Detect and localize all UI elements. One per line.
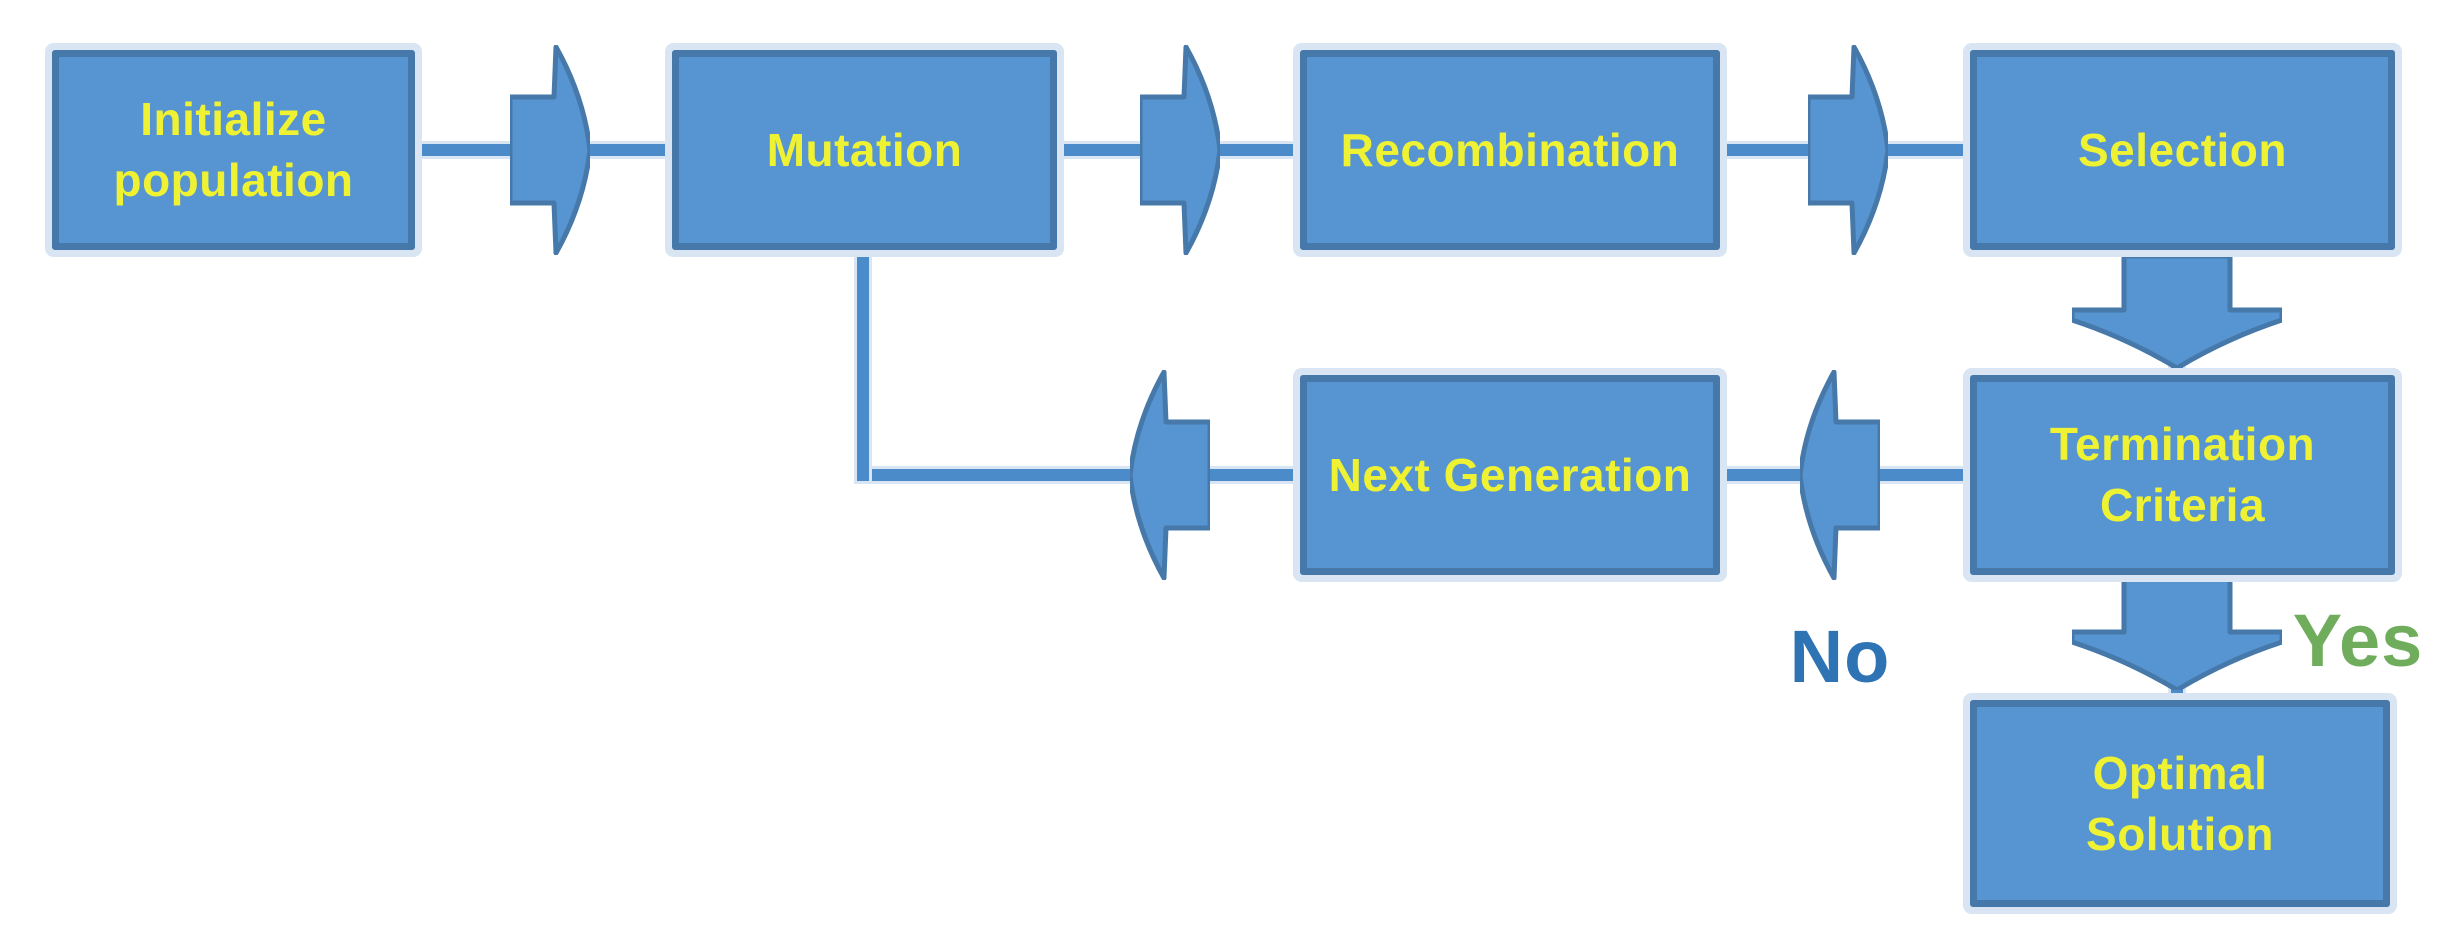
arrow-right-recombination-to-selection-icon (1808, 45, 1888, 255)
label-yes: Yes (2292, 599, 2424, 682)
arrow-left-termination-to-nextgen-icon (1800, 370, 1880, 580)
arrow-down-termination-to-optimal-icon (2072, 578, 2282, 690)
connector-return-horizontal (857, 469, 1140, 481)
node-optimal-solution: Optimal Solution (1970, 700, 2390, 907)
label-no: No (1789, 615, 1891, 698)
node-next-generation: Next Generation (1300, 375, 1720, 575)
node-termination-criteria: Termination Criteria (1970, 375, 2395, 575)
node-initialize-population: Initialize population (52, 50, 415, 250)
arrow-left-nextgen-to-mutation-icon (1130, 370, 1210, 580)
arrow-right-mutation-to-recombination-icon (1140, 45, 1220, 255)
arrow-right-init-to-mutation-icon (510, 45, 590, 255)
node-selection: Selection (1970, 50, 2395, 250)
node-recombination: Recombination (1300, 50, 1720, 250)
arrow-down-selection-to-termination-icon (2072, 256, 2282, 368)
connector-return-to-mutation (857, 250, 869, 481)
node-mutation: Mutation (672, 50, 1057, 250)
